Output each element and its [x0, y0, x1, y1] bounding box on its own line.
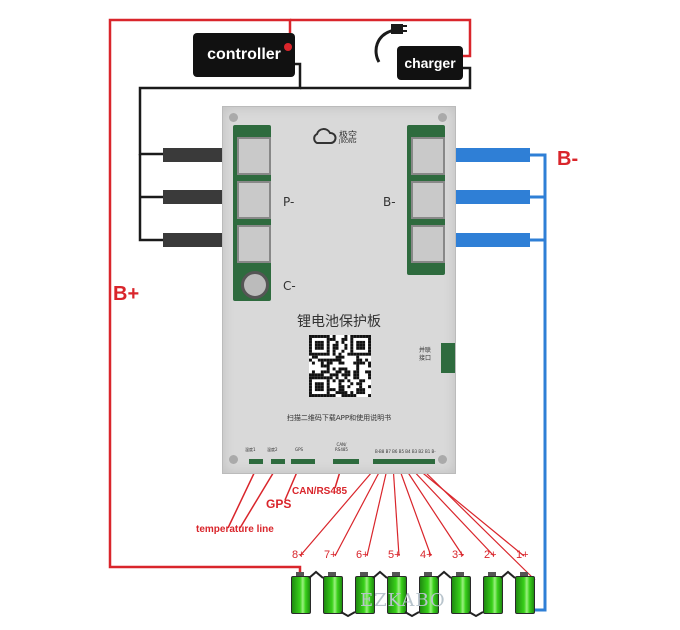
conn-gps-label: GPS	[295, 447, 304, 452]
b-minus-cable-1	[435, 148, 530, 162]
p-minus-branch-wire	[138, 154, 165, 242]
battery-cell	[387, 576, 407, 614]
battery-cap	[520, 572, 528, 576]
conn-can	[333, 459, 359, 464]
temperature-line-label: temperature line	[196, 524, 274, 535]
p-minus-label: P-	[283, 195, 295, 209]
logo-name: 极空	[339, 131, 358, 141]
c-minus-terminal	[241, 271, 269, 299]
temp1-leader	[227, 464, 259, 529]
screw-hole	[229, 113, 238, 122]
gps-label: GPS	[266, 497, 292, 511]
cell-label: 3+	[452, 549, 465, 561]
c-minus-label: C-	[283, 279, 296, 293]
battery-cell	[515, 576, 535, 614]
battery-cell	[419, 576, 439, 614]
conn-temp2-label: 温度2	[267, 447, 278, 452]
p-minus-terminal-strip	[233, 125, 271, 301]
charger-plug-icon	[374, 24, 407, 63]
conn-can-label: CAN/ RS485	[335, 442, 348, 452]
battery-cell	[323, 576, 343, 614]
charger-black-wire	[300, 66, 472, 90]
cell-label: 1+	[516, 549, 529, 561]
battery-cap	[488, 572, 496, 576]
b-minus-board-label: B-	[383, 195, 396, 209]
balance-pins-label: B-B8 B7 B6 B5 B4 B3 B2 B1 B-	[375, 449, 436, 454]
charger-red-wire	[290, 18, 472, 58]
screw-hole	[229, 455, 238, 464]
controller-label: controller	[207, 46, 281, 63]
controller-black-wire	[138, 62, 302, 156]
parallel-port-connector	[441, 343, 455, 373]
battery-cap	[360, 572, 368, 576]
p-minus-terminal-2	[237, 181, 271, 219]
conn-temp1-label: 温度1	[245, 447, 256, 452]
p-minus-terminal-1	[237, 137, 271, 175]
conn-temp2	[271, 459, 285, 464]
battery-cap	[424, 572, 432, 576]
cell-label: 6+	[356, 549, 369, 561]
conn-temp1	[249, 459, 263, 464]
cell-label: 8+	[292, 549, 305, 561]
screw-hole	[438, 455, 447, 464]
battery-cell	[291, 576, 311, 614]
battery-cell	[355, 576, 375, 614]
watermark: EZKABO	[360, 590, 446, 611]
b-minus-wire	[528, 153, 547, 612]
controller-box: controller	[193, 33, 295, 77]
temp2-leader	[239, 464, 279, 529]
conn-balance	[373, 459, 435, 464]
qr-code	[309, 335, 371, 397]
battery-cell	[451, 576, 471, 614]
cell-label: 5+	[388, 549, 401, 561]
cell-label: 2+	[484, 549, 497, 561]
can-rs485-label: CAN/RS485	[292, 486, 348, 497]
battery-cell	[483, 576, 503, 614]
b-minus-label: B-	[557, 148, 579, 170]
screw-hole	[438, 113, 447, 122]
b-minus-terminal-1	[411, 137, 445, 175]
battery-cap	[392, 572, 400, 576]
battery-cap	[456, 572, 464, 576]
battery-cap	[296, 572, 304, 576]
logo-sub: JIKONG	[339, 139, 357, 145]
qr-caption: 扫描二维码下载APP和使用说明书	[286, 414, 392, 422]
p-minus-terminal-3	[237, 225, 271, 263]
balance-wires	[299, 464, 536, 581]
b-minus-terminal-strip	[407, 125, 445, 275]
b-plus-label: B+	[113, 283, 140, 305]
bms-board: 极空 JIKONG P- B- C- 锂电池保护板 并联 接口 扫描二维码下载A…	[222, 106, 456, 474]
b-minus-terminal-2	[411, 181, 445, 219]
b-minus-cable-3	[435, 233, 530, 247]
cloud-logo-icon	[313, 128, 337, 144]
cell-label: 7+	[324, 549, 337, 561]
b-minus-cable-2	[435, 190, 530, 204]
conn-gps	[291, 459, 315, 464]
parallel-port-label: 并联 接口	[419, 347, 432, 362]
board-title: 锂电池保护板	[297, 314, 381, 330]
battery-cap	[328, 572, 336, 576]
b-minus-terminal-3	[411, 225, 445, 263]
b-plus-wire	[108, 18, 302, 576]
controller-red-terminal	[284, 43, 292, 51]
charger-box: charger	[397, 46, 463, 80]
cell-label: 4+	[420, 549, 433, 561]
charger-label: charger	[404, 55, 456, 71]
